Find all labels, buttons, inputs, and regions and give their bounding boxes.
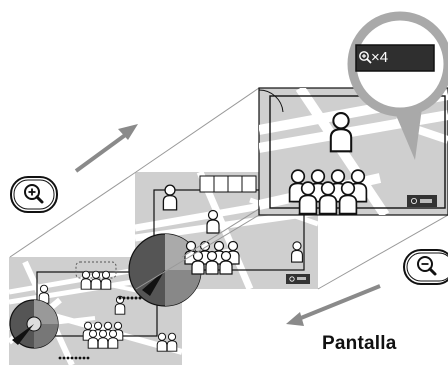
dot-indicator-back [58,296,142,360]
zoom-out-icon [417,256,437,276]
fisheye-dial-back [9,299,59,349]
screen-caption: Pantalla [322,333,397,354]
zoom-in-arrow [74,124,138,173]
magnifier-lens [347,11,448,160]
zoom-readout-mini-front [407,195,437,207]
fisheye-dial-middle [128,233,202,307]
zoom-readout-mini-middle [286,274,310,284]
zoom-out-arrow [286,284,381,326]
camera-frame-front [269,95,446,209]
zoom-level-label: ×4 [371,49,389,66]
zoom-in-icon [359,51,372,64]
zoom-out-button[interactable] [403,249,448,285]
zoom-readout-box [355,44,435,72]
zoom-in-button[interactable] [10,176,58,213]
zoom-in-icon [24,184,44,204]
